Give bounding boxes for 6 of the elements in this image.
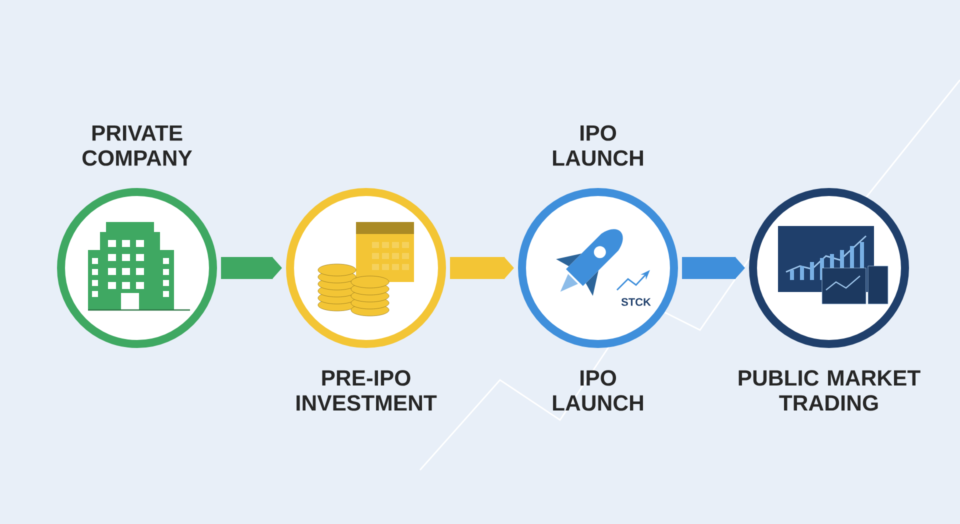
step-title: IPO LAUNCH bbox=[553, 370, 643, 411]
step-title: PRE-IPO INVESTMENT bbox=[296, 370, 437, 411]
icon-label: STCK bbox=[621, 298, 651, 306]
step-title: PRIVATE COMPANY bbox=[82, 125, 192, 166]
step-title: IPO LAUNCH bbox=[553, 125, 643, 166]
step-title: PUBLIC MARKET TRADING bbox=[738, 370, 920, 411]
